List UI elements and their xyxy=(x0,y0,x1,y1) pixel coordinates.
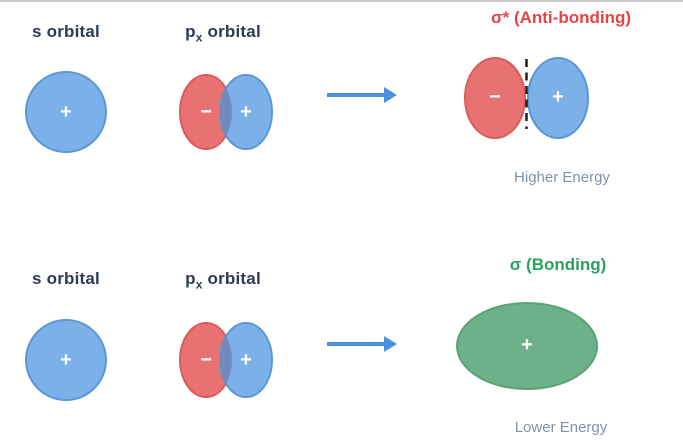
bonding-title: σ (Bonding) xyxy=(509,255,607,274)
s-orbital-label-bottom: s orbital xyxy=(32,269,100,288)
s-orbital-label-top: s orbital xyxy=(32,22,100,41)
lower-energy-caption: Lower Energy xyxy=(514,419,608,436)
px-plus-sign-top: + xyxy=(240,101,252,123)
antibonding-plus-sign: + xyxy=(552,86,564,108)
bonding-orbital-ellipse xyxy=(456,302,598,390)
higher-energy-caption: Higher Energy xyxy=(514,169,610,186)
bonding-plus-sign: + xyxy=(521,334,533,356)
p-label-subscript-bottom: x xyxy=(195,277,203,292)
px-plus-sign-bottom: + xyxy=(240,349,252,371)
px-minus-sign-bottom: − xyxy=(200,349,212,371)
p-label-base-bottom: p xyxy=(185,269,196,288)
antibonding-minus-sign: − xyxy=(489,86,501,108)
antibonding-positive-lobe xyxy=(527,57,589,139)
p-label-rest-top: orbital xyxy=(202,22,261,41)
antibonding-negative-lobe xyxy=(464,57,526,139)
s-orbital-circle-bottom xyxy=(25,319,107,401)
p-label-rest-bottom: orbital xyxy=(202,269,261,288)
px-minus-sign-top: − xyxy=(200,101,212,123)
s-orbital-circle-top xyxy=(25,71,107,153)
s-orbital-plus-sign-bottom: + xyxy=(60,349,72,371)
s-orbital-plus-sign-top: + xyxy=(60,101,72,123)
reaction-arrow-bottom-head-icon xyxy=(384,336,397,352)
reaction-arrow-top-head-icon xyxy=(384,87,397,103)
p-label-subscript-top: x xyxy=(195,30,203,45)
p-label-base-top: p xyxy=(185,22,196,41)
antibonding-title: σ* (Anti-bonding) xyxy=(490,8,632,27)
px-orbital-label-bottom: px orbital xyxy=(153,269,293,291)
px-orbital-label-top: px orbital xyxy=(153,22,293,44)
